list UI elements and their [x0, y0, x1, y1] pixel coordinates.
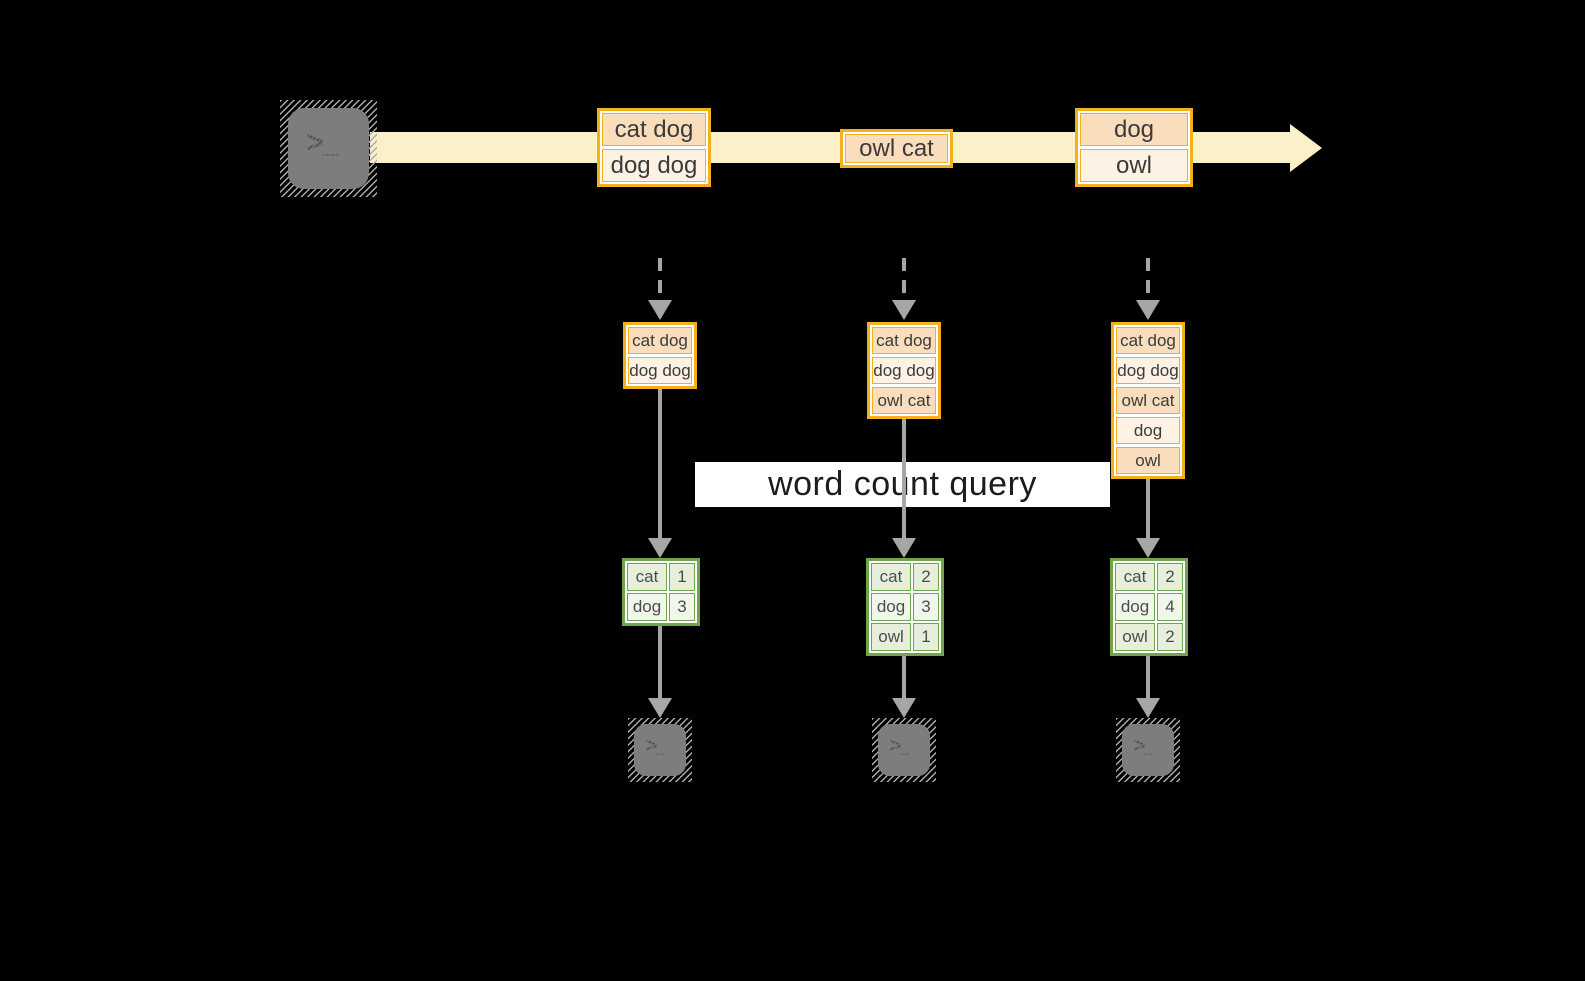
timeline-event-box-3: dog owl [1075, 108, 1193, 187]
event-text: owl [1080, 149, 1188, 182]
count-table-2: cat 2 dog 3 owl 1 [866, 558, 944, 656]
sink-terminal-icon-3: >_ [1116, 718, 1180, 782]
count-word: owl [871, 623, 911, 651]
buffer-stack-2: cat dog dog dog owl cat [867, 322, 941, 419]
buffer-item: dog dog [1116, 357, 1180, 384]
buffer-item: dog dog [872, 357, 936, 384]
count-value: 1 [669, 563, 695, 591]
arrowhead-icon [648, 300, 672, 320]
buffer-item: owl cat [872, 387, 936, 414]
arrowhead-icon [648, 538, 672, 558]
buffer-item: cat dog [1116, 327, 1180, 354]
event-text: dog [1080, 113, 1188, 146]
dashed-arrow-line [658, 258, 662, 300]
sink-terminal-icon-2: >_ [872, 718, 936, 782]
event-text: dog dog [602, 149, 706, 182]
count-value: 2 [1157, 563, 1183, 591]
count-table-1: cat 1 dog 3 [622, 558, 700, 626]
arrow-line [658, 387, 662, 538]
count-value: 2 [913, 563, 939, 591]
dashed-arrow-line [902, 258, 906, 300]
buffer-item: cat dog [872, 327, 936, 354]
count-word: dog [627, 593, 667, 621]
event-text: cat dog [602, 113, 706, 146]
buffer-item: dog dog [628, 357, 692, 384]
buffer-item: cat dog [628, 327, 692, 354]
arrow-line [1146, 656, 1150, 698]
timeline-event-box-2: owl cat [840, 129, 953, 168]
timeline-event-box-1: cat dog dog dog [597, 108, 711, 187]
count-word: cat [1115, 563, 1155, 591]
dashed-arrow-line [1146, 258, 1150, 300]
terminal-screen: >_ [634, 724, 686, 776]
arrow-line [1146, 479, 1150, 538]
count-value: 4 [1157, 593, 1183, 621]
arrow-line [902, 656, 906, 698]
buffer-stack-3: cat dog dog dog owl cat dog owl [1111, 322, 1185, 479]
count-word: owl [1115, 623, 1155, 651]
arrowhead-icon [892, 300, 916, 320]
event-text: owl cat [845, 134, 948, 163]
arrowhead-icon [1136, 300, 1160, 320]
count-value: 1 [913, 623, 939, 651]
terminal-screen: >_ [1122, 724, 1174, 776]
buffer-item: owl [1116, 447, 1180, 474]
count-value: 3 [669, 593, 695, 621]
count-value: 2 [1157, 623, 1183, 651]
buffer-stack-1: cat dog dog dog [623, 322, 697, 389]
arrowhead-icon [892, 538, 916, 558]
count-value: 3 [913, 593, 939, 621]
buffer-item: dog [1116, 417, 1180, 444]
count-word: dog [1115, 593, 1155, 621]
terminal-screen: >_ [288, 108, 369, 189]
terminal-screen: >_ [878, 724, 930, 776]
arrow-line [658, 626, 662, 698]
terminal-prompt-icon: >_ [645, 734, 668, 757]
count-word: dog [871, 593, 911, 621]
count-table-3: cat 2 dog 4 owl 2 [1110, 558, 1188, 656]
count-word: cat [627, 563, 667, 591]
arrowhead-icon [648, 698, 672, 718]
arrow-line [902, 417, 906, 538]
sink-terminal-icon-1: >_ [628, 718, 692, 782]
arrowhead-icon [1136, 538, 1160, 558]
terminal-prompt-icon: >_ [306, 125, 339, 159]
arrowhead-icon [892, 698, 916, 718]
terminal-prompt-icon: >_ [889, 734, 912, 757]
arrowhead-icon [1136, 698, 1160, 718]
stream-timeline-arrowhead-icon [1290, 124, 1322, 172]
source-terminal-icon: >_ [280, 100, 377, 197]
buffer-item: owl cat [1116, 387, 1180, 414]
count-word: cat [871, 563, 911, 591]
terminal-prompt-icon: >_ [1133, 734, 1156, 757]
